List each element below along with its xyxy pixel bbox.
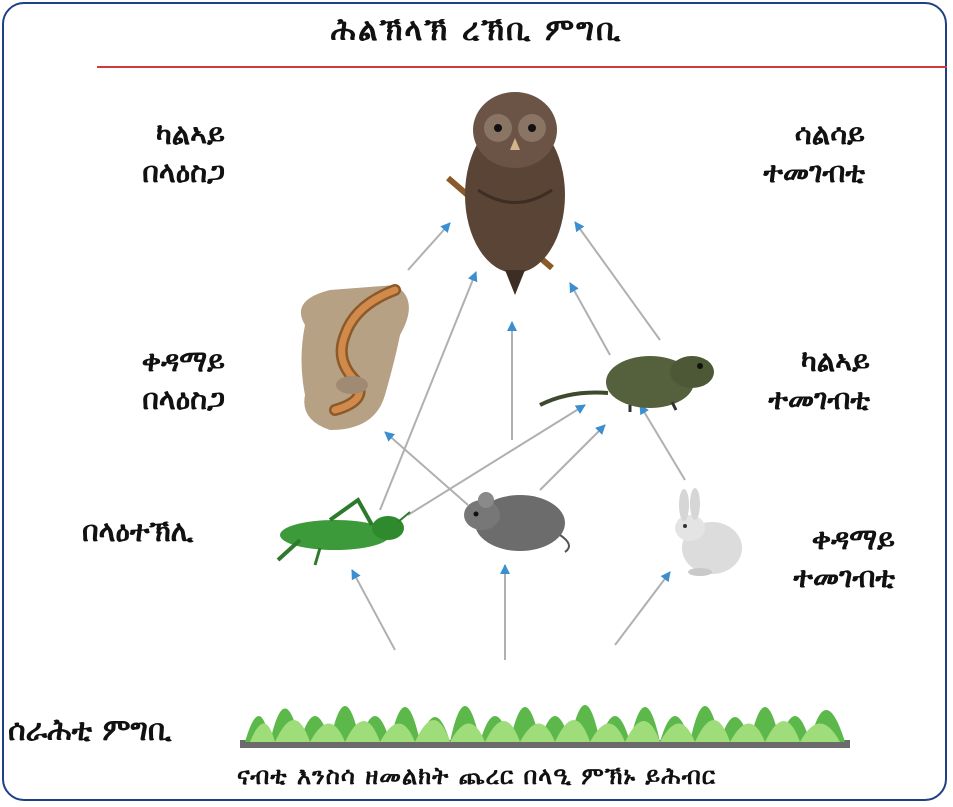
label-line-2: በላዕስጋ xyxy=(110,153,225,191)
grasshopper-image xyxy=(278,500,410,565)
label-line-2: ተመገብቲ xyxy=(735,380,870,418)
label-producer: ሰራሕቲ ምግቢ xyxy=(8,712,171,750)
label-line-1: ቀዳማይ xyxy=(735,520,895,558)
arrow-rabbit-to-shrew xyxy=(640,405,685,480)
label-insectivore: በላዕተኽሊ xyxy=(82,512,193,550)
arrow-grass-to-rabbit xyxy=(615,572,670,645)
label-line-2: ተመገብቲ xyxy=(730,153,865,191)
arrow-grass-to-grasshopper xyxy=(352,570,395,650)
label-line-1: ካልኣይ xyxy=(735,342,870,380)
label-line-2: በላዕስጋ xyxy=(110,380,225,418)
owl-image xyxy=(448,92,565,295)
label-line-1: ሳልሳይ xyxy=(730,115,865,153)
grass-image xyxy=(240,705,850,748)
label-tertiary-consumer: ሳልሳይ ተመገብቲ xyxy=(730,115,865,191)
arrow-grasshopper-to-shrew xyxy=(408,405,585,515)
arrow-shrew-to-owl-2 xyxy=(575,222,660,340)
label-secondary-consumer: ካልኣይ ተመገብቲ xyxy=(735,342,870,418)
label-primary-carnivore: ቀዳማይ በላዕስጋ xyxy=(110,342,225,418)
mouse-image xyxy=(464,492,569,552)
label-line-2: ተመገብቲ xyxy=(735,558,895,596)
label-line-1: ቀዳማይ xyxy=(110,342,225,380)
label-primary-consumer: ቀዳማይ ተመገብቲ xyxy=(735,520,895,596)
label-line-1: ካልኣይ xyxy=(110,115,225,153)
feeding-arrows xyxy=(352,222,685,660)
arrow-mouse-to-shrew xyxy=(540,425,605,490)
shrew-image xyxy=(540,356,714,412)
arrow-snake-to-owl xyxy=(408,223,450,270)
rabbit-image xyxy=(675,488,742,576)
label-tertiary-carnivore: ካልኣይ በላዕስጋ xyxy=(110,115,225,191)
arrow-shrew-to-owl xyxy=(570,283,610,355)
diagram-caption: ናብቲ እንስሳ ዘመልክት ጨረር በላዒ ምኽኑ ይሕብር xyxy=(0,762,953,790)
snake-image xyxy=(301,285,409,430)
